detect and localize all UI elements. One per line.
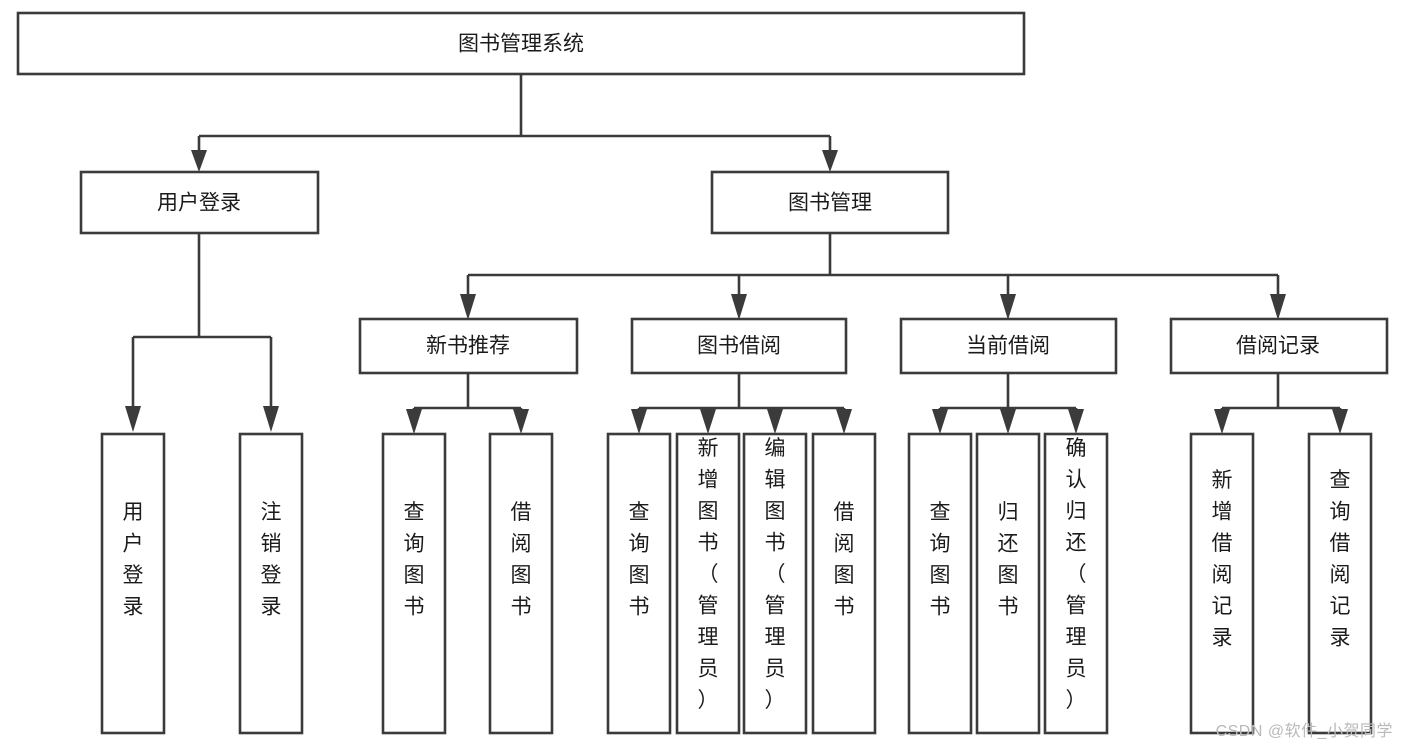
arrow-newbook-leaf-1 xyxy=(406,409,422,434)
node-box-leaf-currentborrow-query-book xyxy=(907,432,973,735)
arrow-bookmanage-to-borrow-record xyxy=(1270,294,1286,320)
node-leaf-bookborrow-edit-book[interactable]: 编辑图书（管理员） xyxy=(742,432,808,735)
node-label-leaf-borrowrecord-add-record: 新增借阅记录 xyxy=(1212,469,1233,650)
node-box-borrow-record xyxy=(1169,317,1389,375)
node-label-current-borrow: 当前借阅 xyxy=(966,335,1050,358)
node-box-book-management xyxy=(710,170,950,235)
arrow-borrowrecord-leaf-1 xyxy=(1214,409,1230,434)
node-current-borrow[interactable]: 当前借阅 xyxy=(899,317,1118,375)
node-user-login[interactable]: 用户登录 xyxy=(79,170,320,235)
node-leaf-currentborrow-confirm-return[interactable]: 确认归还（管理员） xyxy=(1043,432,1109,735)
node-book-borrow[interactable]: 图书借阅 xyxy=(630,317,848,375)
node-new-book-recommend[interactable]: 新书推荐 xyxy=(358,317,579,375)
arrow-bookborrow-leaf-4 xyxy=(836,409,852,434)
node-leaf-currentborrow-query-book[interactable]: 查询图书 xyxy=(907,432,973,735)
node-box-leaf-borrowrecord-add-record xyxy=(1189,432,1255,735)
arrow-userlogin-leaf-1 xyxy=(125,406,141,432)
arrow-root-to-user-login xyxy=(191,150,207,172)
node-label-leaf-bookborrow-borrow-book: 借阅图书 xyxy=(834,501,855,619)
node-leaf-user-login-login[interactable]: 用户登录 xyxy=(100,432,166,735)
node-box-leaf-user-login-login xyxy=(100,432,166,735)
arrow-bookborrow-leaf-1 xyxy=(631,409,647,434)
arrow-bookborrow-leaf-2 xyxy=(700,409,716,434)
node-label-leaf-user-logout: 注销登录 xyxy=(261,501,282,619)
node-label-borrow-record: 借阅记录 xyxy=(1236,335,1320,358)
arrow-borrowrecord-leaf-2 xyxy=(1332,409,1348,434)
node-root-book-management-system[interactable]: 图书管理系统 xyxy=(16,11,1026,76)
node-box-user-login xyxy=(79,170,320,235)
arrow-userlogin-leaf-2 xyxy=(263,406,279,432)
node-box-leaf-currentborrow-return-book xyxy=(975,432,1041,735)
node-label-leaf-currentborrow-confirm-return: 确认归还（管理员） xyxy=(1066,437,1087,712)
node-box-leaf-user-logout xyxy=(238,432,304,735)
arrow-bookborrow-leaf-3 xyxy=(767,409,783,434)
node-label-leaf-borrowrecord-query-record: 查询借阅记录 xyxy=(1330,469,1351,650)
node-label-leaf-bookborrow-query-book: 查询图书 xyxy=(629,501,650,619)
node-box-leaf-bookborrow-add-book xyxy=(675,432,741,735)
arrow-newbook-leaf-2 xyxy=(513,409,529,434)
node-box-new-book-recommend xyxy=(358,317,579,375)
arrow-currentborrow-leaf-1 xyxy=(932,409,948,434)
arrow-bookmanage-to-current-borrow xyxy=(1000,294,1016,320)
node-leaf-newbook-query-book[interactable]: 查询图书 xyxy=(381,432,447,735)
node-leaf-user-logout[interactable]: 注销登录 xyxy=(238,432,304,735)
node-label-leaf-currentborrow-return-book: 归还图书 xyxy=(998,501,1019,619)
node-label-book-borrow: 图书借阅 xyxy=(697,335,781,358)
connector-layer xyxy=(125,75,1348,434)
node-leaf-currentborrow-return-book[interactable]: 归还图书 xyxy=(975,432,1041,735)
node-label-leaf-bookborrow-edit-book: 编辑图书（管理员） xyxy=(765,437,786,712)
node-label-leaf-newbook-query-book: 查询图书 xyxy=(404,501,425,619)
node-box-leaf-bookborrow-edit-book xyxy=(742,432,808,735)
node-label-root: 图书管理系统 xyxy=(458,33,584,56)
node-label-new-book-recommend: 新书推荐 xyxy=(426,335,510,358)
node-box-leaf-bookborrow-borrow-book xyxy=(811,432,877,735)
node-box-leaf-borrowrecord-query-record xyxy=(1307,432,1373,735)
node-box-leaf-bookborrow-query-book xyxy=(606,432,672,735)
arrow-bookmanage-to-book-borrow xyxy=(731,294,747,320)
node-box-root xyxy=(16,11,1026,76)
node-label-leaf-newbook-borrow-book: 借阅图书 xyxy=(511,501,532,619)
node-leaf-newbook-borrow-book[interactable]: 借阅图书 xyxy=(488,432,554,735)
node-label-user-login: 用户登录 xyxy=(157,192,241,215)
arrow-bookmanage-to-new-book xyxy=(460,294,476,320)
arrow-currentborrow-leaf-3 xyxy=(1068,409,1084,434)
node-label-book-management: 图书管理 xyxy=(788,192,872,215)
node-leaf-bookborrow-query-book[interactable]: 查询图书 xyxy=(606,432,672,735)
arrow-root-to-book-manage xyxy=(822,150,838,172)
node-borrow-record[interactable]: 借阅记录 xyxy=(1169,317,1389,375)
node-box-book-borrow xyxy=(630,317,848,375)
node-leaf-bookborrow-add-book[interactable]: 新增图书（管理员） xyxy=(675,432,741,735)
node-box-leaf-currentborrow-confirm-return xyxy=(1043,432,1109,735)
node-box-leaf-newbook-borrow-book xyxy=(488,432,554,735)
node-label-leaf-bookborrow-add-book: 新增图书（管理员） xyxy=(698,437,719,712)
node-label-leaf-user-login-login: 用户登录 xyxy=(123,501,144,619)
node-box-leaf-newbook-query-book xyxy=(381,432,447,735)
node-leaf-borrowrecord-query-record[interactable]: 查询借阅记录 xyxy=(1307,432,1373,735)
node-leaf-borrowrecord-add-record[interactable]: 新增借阅记录 xyxy=(1189,432,1255,735)
arrow-currentborrow-leaf-2 xyxy=(1000,409,1016,434)
node-box-current-borrow xyxy=(899,317,1118,375)
node-leaf-bookborrow-borrow-book[interactable]: 借阅图书 xyxy=(811,432,877,735)
node-book-management[interactable]: 图书管理 xyxy=(710,170,950,235)
node-label-leaf-currentborrow-query-book: 查询图书 xyxy=(930,501,951,619)
